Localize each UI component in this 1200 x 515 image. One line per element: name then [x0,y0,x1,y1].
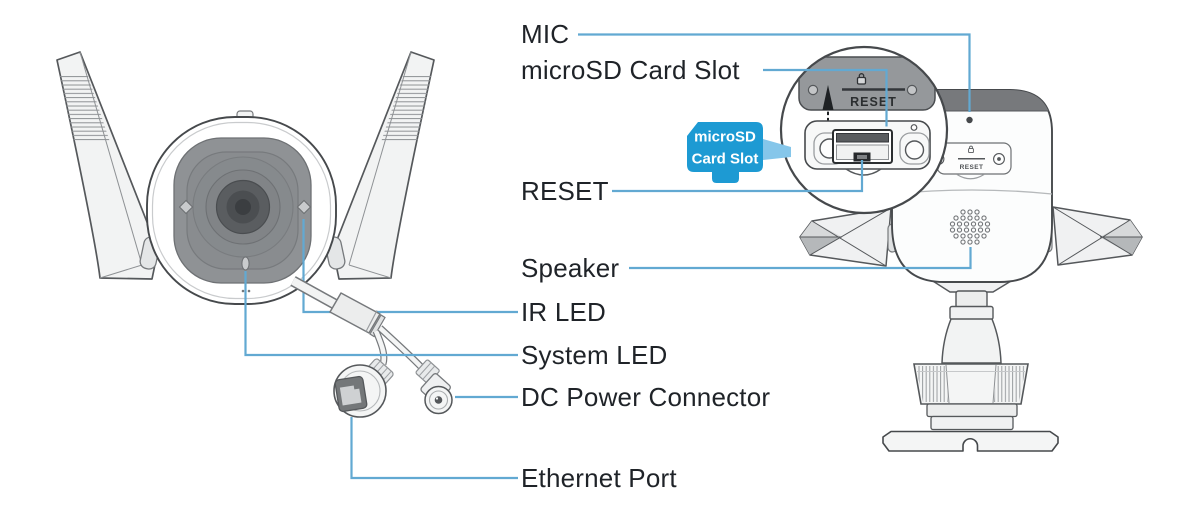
ferrule-ridge [369,314,386,338]
back-antenna-left-icon [799,207,892,267]
label-ir-led: IR LED [521,297,607,327]
leader-ir-led [302,219,518,314]
microsd-slot [832,129,893,164]
ethernet-connector [333,358,394,418]
cable-trunk [291,277,342,311]
back-antenna-right-icon [1052,206,1143,266]
inset-circle-outline [779,45,949,215]
mount-neck [955,290,988,309]
leader-ethernet [350,417,518,480]
badge-text-line2: Card Slot [692,151,759,168]
dc-cable [378,326,427,373]
dc-connector [415,359,453,415]
badge-pointer [763,139,791,160]
leader-microsd [763,68,888,127]
label-ethernet-port: Ethernet Port [521,463,677,493]
microsd-inset: RESET [779,45,949,215]
badge-card-shape [687,122,763,183]
leader-system-led [244,271,518,357]
inset-flap [845,168,882,176]
cable-ferrule [329,292,381,334]
leader-mic [578,33,971,112]
leader-lines [244,33,972,480]
label-speaker: Speaker [521,253,620,283]
microsd-badge: microSD Card Slot [687,122,791,183]
label-reset: RESET [521,176,609,206]
label-dc-power-connector: DC Power Connector [521,382,771,412]
lens-screw-left [178,199,194,215]
lens-pupil [235,199,251,215]
mount-base [882,430,1059,452]
ethernet-cable [373,330,387,365]
ir-led-dot [296,199,312,215]
leader-speaker [629,247,972,270]
badge-text-line1: microSD [694,129,756,146]
system-led-dot [241,256,250,271]
front-antenna-right-icon [332,51,435,280]
leader-reset [612,160,864,193]
mic-hole [966,116,973,124]
mount [882,290,1059,452]
front-camera-illustration [56,51,435,305]
front-mic-hole-1 [241,289,245,293]
front-antenna-left-icon [56,51,159,280]
speaker-grille [949,209,991,245]
slide-up-arrow-icon [822,85,834,134]
rj45-jack-shape [339,385,362,406]
front-mic-hole-2 [247,289,251,293]
label-mic: MIC [521,19,570,49]
plate-flap [956,173,985,180]
label-system-led: System LED [521,340,668,370]
pigtail-cable [290,276,453,418]
label-microsd-card-slot: microSD Card Slot [521,55,740,85]
dc-pin-hole [434,396,443,404]
lock-icon [968,145,974,154]
inset-reset-engraving: RESET [850,95,897,109]
mount-ball-joint [941,318,1002,364]
front-body-inner-line [151,121,332,300]
inset-screw-right [904,140,925,160]
inset-lock-icon [856,73,867,85]
plate-reset-engraving: RESET [960,164,984,171]
